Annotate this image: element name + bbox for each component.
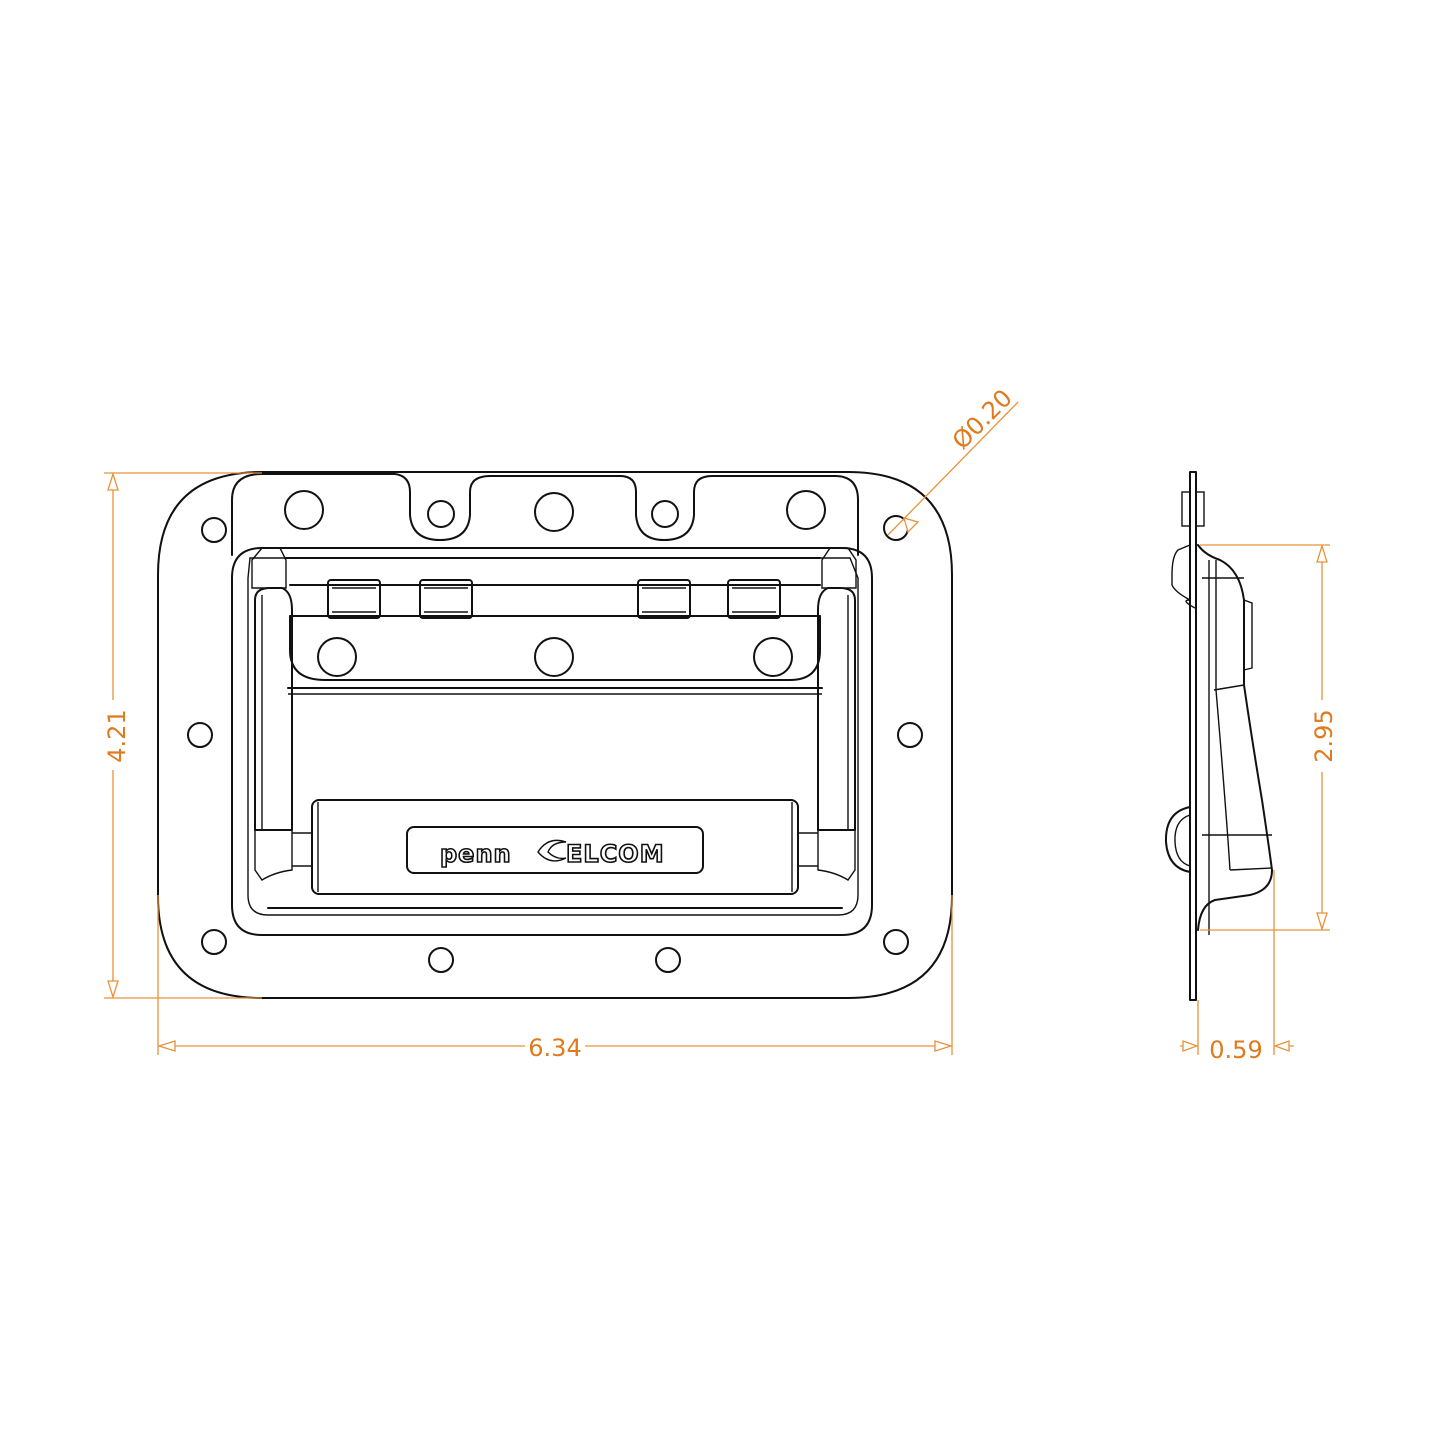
side-handle-loop bbox=[1164, 806, 1191, 873]
hinge-corner-left bbox=[251, 547, 287, 589]
dimension-overall-width: 6.34 bbox=[156, 895, 954, 1062]
logo-plate bbox=[406, 826, 704, 874]
outer-flange-outline bbox=[157, 471, 953, 999]
brand-logo-swoosh-icon bbox=[537, 839, 567, 862]
dim-label-recess-height: 2.95 bbox=[1310, 709, 1338, 762]
dim-label-hole-diameter: Ø0.20 bbox=[947, 384, 1018, 455]
brand-logo-penn: penn bbox=[440, 840, 512, 868]
side-view bbox=[1164, 471, 1273, 1001]
dim-label-width: 6.34 bbox=[528, 1034, 581, 1062]
handle-arm-right bbox=[817, 587, 856, 831]
dim-label-height: 4.21 bbox=[103, 709, 131, 762]
front-view: penn ELCOM bbox=[157, 471, 953, 999]
handle-foot-right bbox=[817, 829, 856, 881]
side-recess-profile bbox=[1197, 544, 1273, 931]
dimension-recess-height: 2.95 bbox=[1200, 543, 1338, 932]
dimension-hole-diameter: Ø0.20 bbox=[887, 384, 1019, 536]
dimension-overall-height: 4.21 bbox=[103, 471, 262, 1000]
dimension-depth: 0.59 bbox=[1180, 870, 1294, 1064]
brand-logo-elcom: ELCOM bbox=[566, 840, 665, 868]
dim-label-depth: 0.59 bbox=[1209, 1036, 1262, 1064]
hinge-corner-right bbox=[821, 547, 857, 589]
handle-foot-left bbox=[254, 829, 293, 881]
recess-pan-outline bbox=[231, 547, 873, 936]
handle-arm-left bbox=[254, 587, 293, 831]
mounting-holes bbox=[187, 490, 923, 973]
spring-clips bbox=[327, 579, 781, 619]
hinge-plate bbox=[289, 615, 821, 681]
side-flange-plate bbox=[1189, 471, 1197, 1001]
upper-plate-outline bbox=[231, 473, 859, 556]
handle-grip bbox=[311, 799, 799, 895]
recess-pan-inner bbox=[247, 557, 859, 916]
